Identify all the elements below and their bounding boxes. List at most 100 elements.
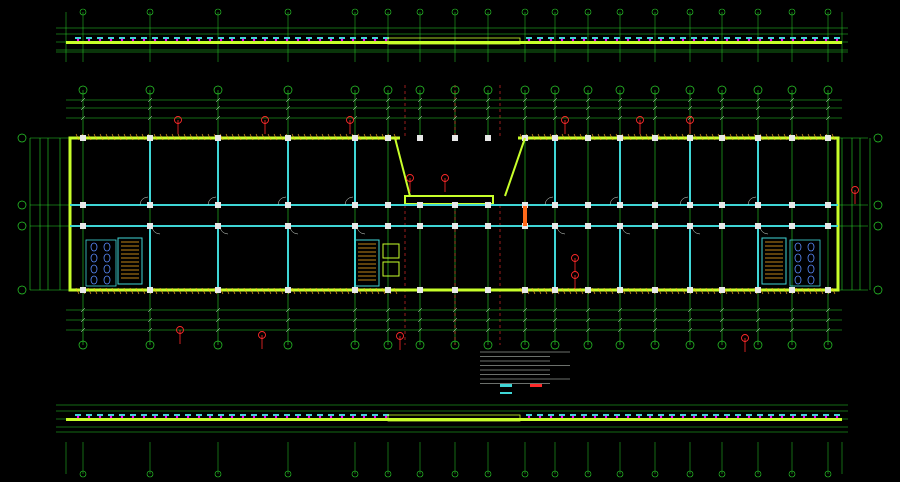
strip-window — [273, 414, 279, 416]
door-swing — [679, 196, 689, 206]
strip-window — [669, 414, 675, 416]
structural-column — [485, 202, 491, 208]
restroom — [85, 239, 117, 287]
strip-axis-bubble — [416, 470, 424, 478]
axis-bubble-bottom — [615, 340, 625, 350]
strip-window — [823, 414, 829, 416]
strip-axis-bubble — [79, 470, 87, 478]
dimension-tick — [385, 317, 391, 323]
structural-column — [617, 202, 623, 208]
wall-hatch — [321, 287, 326, 295]
dimension-tick — [80, 307, 86, 313]
strip-marker — [131, 38, 135, 42]
strip-marker — [241, 415, 245, 419]
callout-tag — [441, 174, 449, 182]
wall-hatch — [135, 287, 140, 295]
strip-window — [537, 37, 543, 39]
strip-window — [779, 37, 785, 39]
strip-window — [350, 414, 356, 416]
wall-hatch — [159, 287, 164, 295]
structural-column — [755, 135, 761, 141]
wall-hatch — [87, 133, 92, 141]
dimension-tick — [352, 105, 358, 111]
dimension-tick — [789, 115, 795, 121]
toilet-fixture — [103, 275, 111, 285]
dimension-tick — [215, 307, 221, 313]
axis-bubble-top — [650, 85, 660, 95]
strip-marker — [208, 38, 212, 42]
strip-marker — [824, 38, 828, 42]
strip-window — [317, 414, 323, 416]
strip-window — [306, 37, 312, 39]
dimension-tick — [585, 115, 591, 121]
structural-column — [285, 223, 291, 229]
dimension-tick — [825, 115, 831, 121]
structural-column — [789, 287, 795, 293]
strip-marker — [593, 38, 597, 42]
axis-bubble-top — [753, 85, 763, 95]
wall-hatch — [171, 287, 176, 295]
strip-marker — [758, 38, 762, 42]
door-swing — [219, 225, 229, 235]
strip-axis-bubble — [686, 8, 694, 16]
wall-hatch — [327, 133, 332, 141]
strip-axis-bubble — [484, 8, 492, 16]
strip-axis-bubble — [384, 470, 392, 478]
strip-axis-bubble — [521, 470, 529, 478]
strip-marker — [76, 415, 80, 419]
axis-bubble-top — [145, 85, 155, 95]
strip-axis-bubble — [584, 8, 592, 16]
dimension-tick — [215, 97, 221, 103]
wall-hatch — [315, 133, 320, 141]
strip-window — [207, 414, 213, 416]
structural-column — [825, 287, 831, 293]
strip-marker — [670, 38, 674, 42]
wall-hatch — [201, 133, 206, 141]
wall-hatch — [765, 133, 770, 141]
wall-hatch — [381, 133, 386, 141]
structural-column — [789, 202, 795, 208]
axis-bubble-bottom — [483, 340, 493, 350]
axis-bubble-bottom — [787, 340, 797, 350]
dimension-tick — [485, 115, 491, 121]
strip-marker — [252, 415, 256, 419]
strip-marker — [307, 38, 311, 42]
strip-marker — [87, 415, 91, 419]
strip-marker — [340, 415, 344, 419]
strip-marker — [373, 38, 377, 42]
strip-window — [603, 37, 609, 39]
wall-hatch — [747, 133, 752, 141]
strip-marker — [549, 38, 553, 42]
axis-bubble-bottom — [650, 340, 660, 350]
strip-window — [823, 37, 829, 39]
toilet-fixture — [90, 264, 98, 274]
strip-marker — [120, 38, 124, 42]
strip-axis-bubble — [551, 8, 559, 16]
strip-window — [361, 414, 367, 416]
wall-hatch — [603, 287, 608, 295]
dimension-tick — [825, 317, 831, 323]
structural-column — [80, 135, 86, 141]
dimension-tick — [417, 105, 423, 111]
structural-column — [585, 202, 591, 208]
strip-window — [108, 414, 114, 416]
wall-hatch — [321, 133, 326, 141]
dimension-tick — [452, 307, 458, 313]
dimension-tick — [755, 115, 761, 121]
axis-bubble-right — [873, 200, 883, 210]
dimension-tick — [825, 307, 831, 313]
door-swing — [691, 225, 701, 235]
wall-hatch — [309, 133, 314, 141]
wall-hatch — [609, 133, 614, 141]
axis-bubble-top — [615, 85, 625, 95]
toilet-fixture — [807, 264, 815, 274]
structural-column — [80, 223, 86, 229]
wall-hatch — [573, 133, 578, 141]
dimension-tick — [80, 115, 86, 121]
wall-hatch — [573, 287, 578, 295]
strip-marker — [175, 415, 179, 419]
dimension-tick — [825, 327, 831, 333]
wall-hatch — [381, 287, 386, 295]
strip-marker — [626, 38, 630, 42]
strip-window — [75, 37, 81, 39]
